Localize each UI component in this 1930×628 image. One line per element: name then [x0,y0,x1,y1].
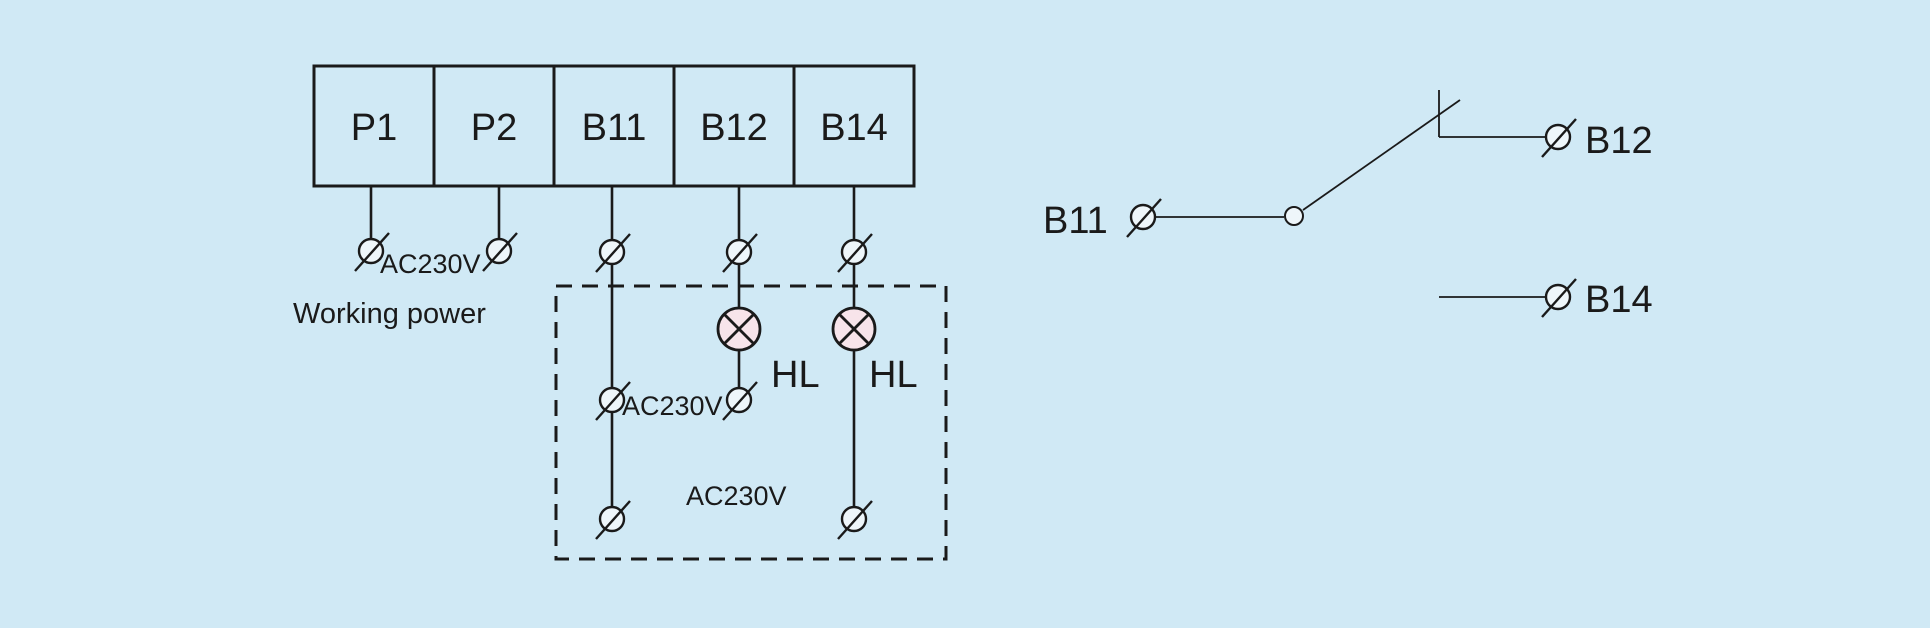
terminal-point-icon [595,233,631,273]
switch-no-label: B12 [1585,120,1653,162]
terminal-point-icon [837,233,873,273]
terminal-b11-label: B11 [582,107,647,149]
terminal-point-icon [482,232,518,272]
terminal-point-icon [1541,278,1577,318]
switch-blade [1302,99,1461,211]
external-load-box [554,284,948,561]
power-wires: AC230V Working power [293,186,518,330]
lamp-icon [716,306,762,352]
terminal-point-icon [837,500,873,540]
terminal-b14-label: B14 [820,107,888,149]
terminal-point-icon [595,381,631,421]
terminal-point-icon [354,232,390,272]
switch-pivot-icon [1284,206,1304,226]
terminal-b12-label: B12 [700,107,768,149]
terminal-block: P1 P2 B11 B12 B14 [312,64,916,188]
working-power-label: Working power [293,298,486,330]
lamp1-label: HL [771,354,820,396]
terminal-p1-label: P1 [351,107,397,149]
switch-common-label: B11 [1043,200,1108,242]
b12-lamp-circuit: HL [716,186,820,421]
b11-circuit: AC230V [595,186,723,540]
terminal-p2-label: P2 [471,107,517,149]
power-voltage-label: AC230V [380,249,481,279]
terminal-block-frame [312,64,916,188]
terminal-point-icon [1541,118,1577,158]
b14-lamp-circuit: HL [831,186,918,540]
box-voltage-label: AC230V [686,481,787,511]
lamp-voltage-label: AC230V [622,391,723,421]
switch-nc-label: B14 [1585,279,1653,321]
terminal-point-icon [722,381,758,421]
lamp2-label: HL [869,354,918,396]
terminal-point-icon [1126,198,1162,238]
terminal-point-icon [722,233,758,273]
terminal-point-icon [595,500,631,540]
lamp-icon [831,306,877,352]
switch-diagram: B11 B12 B14 [1043,90,1653,321]
